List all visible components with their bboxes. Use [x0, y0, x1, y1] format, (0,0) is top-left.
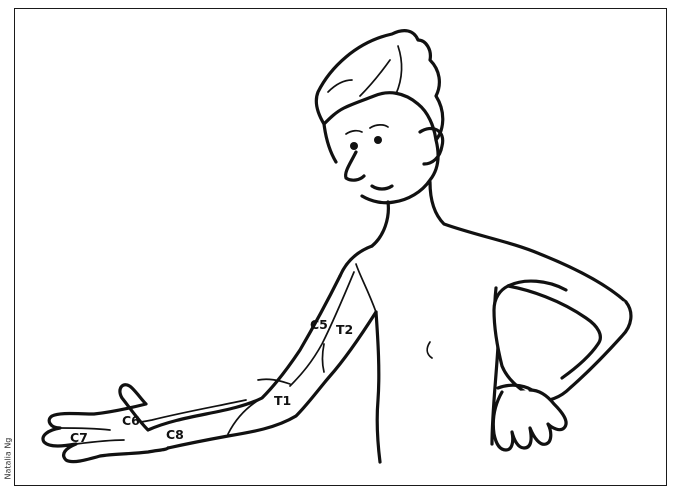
label-t1: T1: [274, 393, 291, 408]
dermatome-boundary-t2-tick: [323, 344, 325, 372]
illustrator-credit: Natalia Ng: [4, 410, 13, 480]
label-c8: C8: [166, 427, 184, 442]
akimbo-arm: [493, 281, 631, 450]
label-c7: C7: [70, 430, 88, 445]
label-c6: C6: [122, 413, 140, 428]
head: [324, 124, 443, 203]
label-t2: T2: [336, 322, 353, 337]
left-eye: [350, 142, 358, 150]
outstretched-arm: [43, 264, 376, 462]
nipple-mark: [427, 342, 432, 358]
dermatome-boundary-shoulder: [356, 264, 376, 312]
right-eye: [374, 136, 382, 144]
hair: [316, 31, 442, 140]
label-c5: C5: [310, 317, 328, 332]
